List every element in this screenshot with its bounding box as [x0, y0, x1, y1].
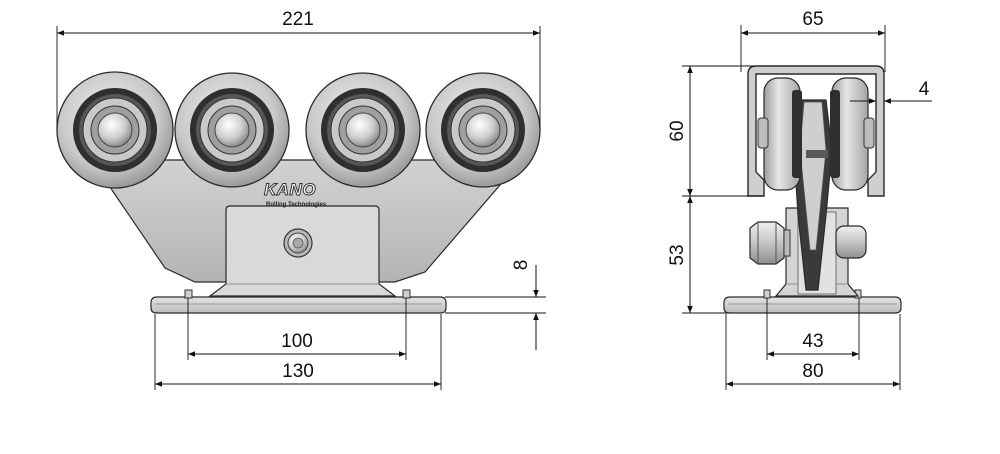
dim-front-base-width: 130 [282, 361, 314, 382]
front-plate-hole-left [184, 289, 193, 299]
side-bolt [749, 221, 867, 265]
side-c-profile-rail [747, 65, 885, 197]
front-wheel-3 [305, 72, 421, 188]
dim-side-width: 65 [802, 9, 823, 30]
side-base-plate [723, 296, 902, 314]
dim-side-lower-height: 53 [667, 244, 688, 265]
dim-side-upper-height: 60 [667, 120, 688, 141]
dim-side-hole-spacing: 43 [802, 331, 823, 352]
dim-base-thickness: 8 [511, 260, 532, 271]
front-wheel-4 [425, 72, 541, 188]
logo-brand: KANO [264, 180, 316, 199]
side-wheel-right [830, 77, 875, 191]
side-view: 65 4 60 53 43 80 [667, 9, 932, 390]
dim-front-hole-spacing: 100 [281, 331, 313, 352]
dim-front-overall-width: 221 [282, 9, 314, 30]
logo-tagline: Rolling Technologies [266, 202, 327, 208]
front-wheel-2 [174, 72, 290, 188]
front-wheel-1 [56, 71, 174, 189]
side-wheel-left [757, 77, 802, 191]
kano-logo: KANO Rolling Technologies [264, 180, 327, 209]
front-base-plate [150, 296, 447, 314]
front-view: KANO Rolling Technologies 221 100 130 8 [56, 9, 546, 390]
dim-side-wall-thickness: 4 [919, 79, 930, 100]
front-plate-hole-right [402, 289, 411, 299]
dim-side-base-width: 80 [802, 361, 823, 382]
